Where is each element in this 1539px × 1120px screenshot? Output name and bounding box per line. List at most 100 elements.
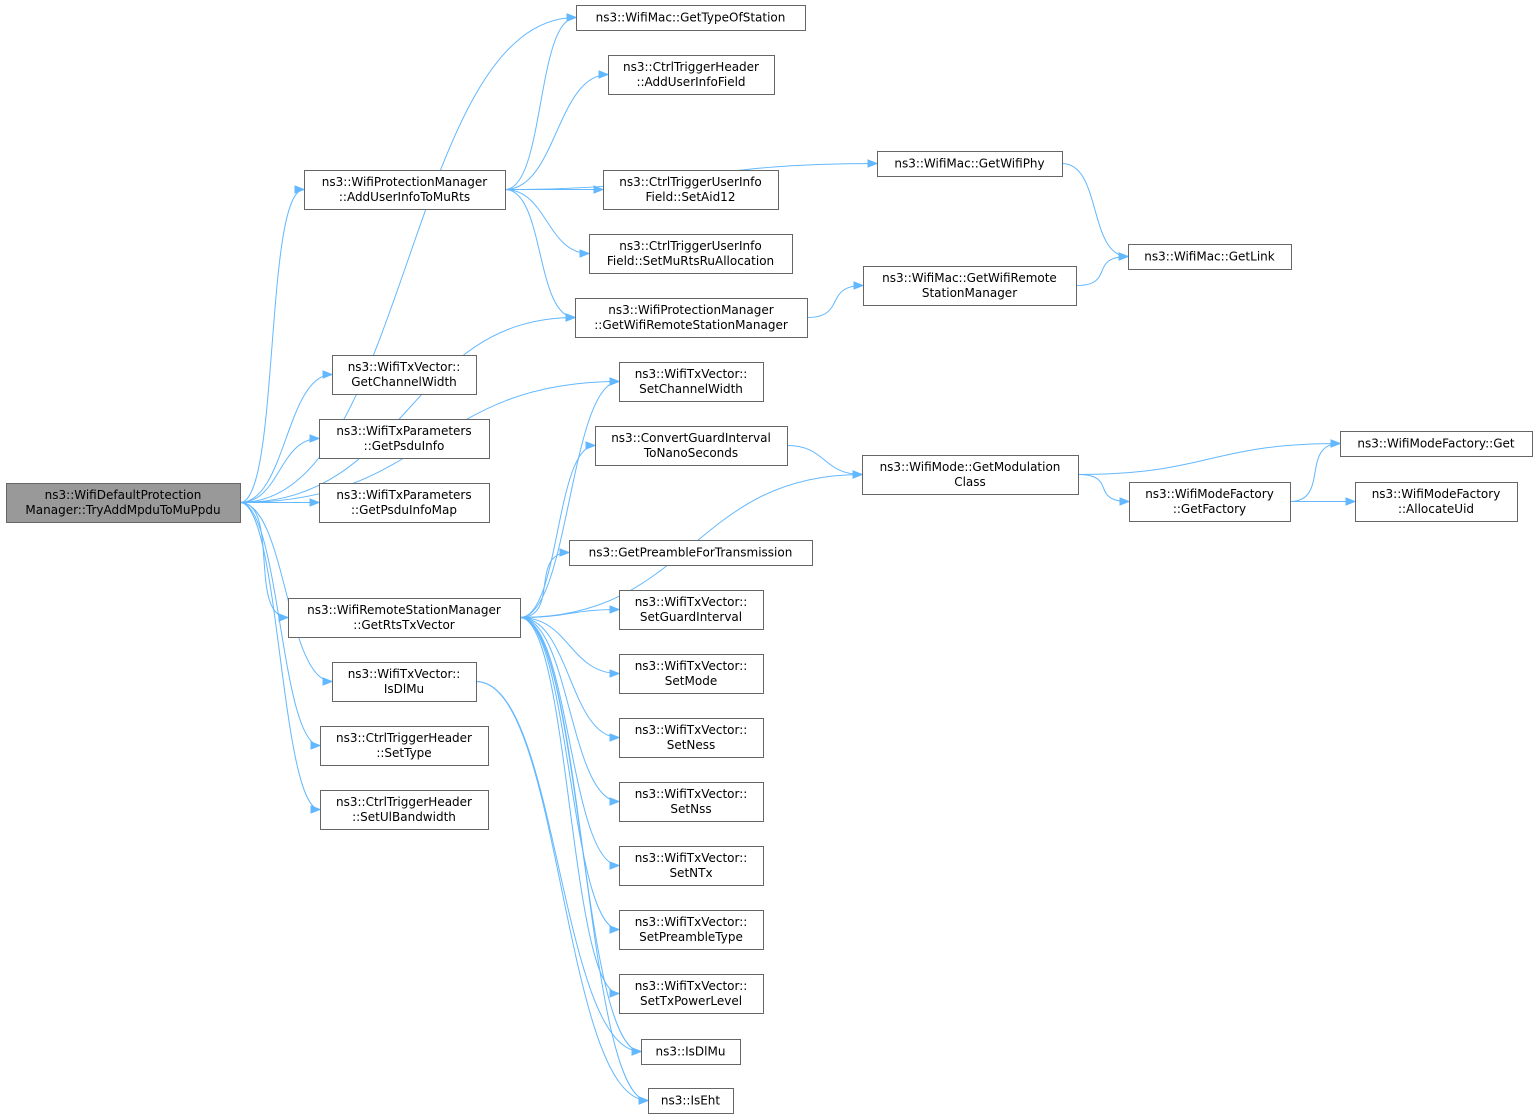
function-node[interactable]: ns3::WifiMac::GetWifiRemoteStationManage… xyxy=(863,266,1077,306)
arrowhead-n23-n32 xyxy=(638,1096,650,1105)
function-node[interactable]: ns3::CtrlTriggerHeader::SetType xyxy=(320,726,489,766)
node-box xyxy=(319,419,490,459)
arrowhead-n3-n5 xyxy=(593,185,605,194)
arrowhead-n0-n3 xyxy=(294,185,306,194)
node-label-line: SetMode xyxy=(665,674,717,688)
function-node[interactable]: ns3::WifiRemoteStationManager::GetRtsTxV… xyxy=(288,598,521,638)
function-node[interactable]: ns3::WifiTxVector::SetNess xyxy=(619,718,764,758)
node-label-line: ns3::WifiTxVector:: xyxy=(635,723,748,737)
function-node[interactable]: ns3::WifiTxVector::SetNss xyxy=(619,782,764,822)
function-node[interactable]: ns3::WifiTxVector::SetChannelWidth xyxy=(619,362,764,402)
node-box xyxy=(619,362,764,402)
function-node[interactable]: ns3::IsEht xyxy=(648,1088,734,1114)
node-box xyxy=(569,540,813,566)
node-label-line: ns3::WifiModeFactory xyxy=(1145,487,1274,501)
node-box xyxy=(641,1039,741,1065)
node-box xyxy=(608,55,775,95)
edge-n3-n1 xyxy=(504,17,577,190)
node-box xyxy=(877,151,1063,177)
node-box xyxy=(619,846,764,886)
arrowhead-n15-n17 xyxy=(1119,497,1131,506)
node-label-line: ::GetPsduInfo xyxy=(364,439,445,453)
arrowhead-n0-n26 xyxy=(310,805,322,814)
arrowhead-n3-n2 xyxy=(598,70,610,79)
edge-n20-n21 xyxy=(519,609,620,618)
node-label-line: Manager::TryAddMpduToMuPpdu xyxy=(25,503,220,517)
node-label-line: ns3::GetPreambleForTransmission xyxy=(589,546,793,560)
node-box xyxy=(332,355,477,395)
edge-n0-n1 xyxy=(239,17,577,503)
arrowhead-n20-n27 xyxy=(609,797,621,806)
node-box xyxy=(862,455,1079,495)
function-node[interactable]: ns3::WifiMac::GetTypeOfStation xyxy=(576,5,806,31)
function-node[interactable]: ns3::WifiMac::GetLink xyxy=(1128,244,1292,270)
node-label-line: Class xyxy=(954,475,986,489)
function-node[interactable]: ns3::WifiTxVector::GetChannelWidth xyxy=(332,355,477,395)
edge-n20-n32 xyxy=(519,617,649,1101)
function-node[interactable]: ns3::WifiModeFactory::AllocateUid xyxy=(1355,482,1518,522)
node-label-line: SetChannelWidth xyxy=(639,382,743,396)
arrowhead-n8-n7 xyxy=(1118,252,1130,261)
edge-layer xyxy=(239,13,1357,1105)
function-node[interactable]: ns3::CtrlTriggerHeader::AddUserInfoField xyxy=(608,55,775,95)
node-label-line: StationManager xyxy=(922,286,1017,300)
node-label-line: ::GetWifiRemoteStationManager xyxy=(594,318,788,332)
function-node[interactable]: ns3::WifiTxVector::SetMode xyxy=(619,654,764,694)
function-node[interactable]: ns3::WifiTxVector::IsDlMu xyxy=(332,662,477,702)
function-node[interactable]: ns3::WifiMac::GetWifiPhy xyxy=(877,151,1063,177)
node-box xyxy=(863,266,1077,306)
node-label-line: ns3::CtrlTriggerHeader xyxy=(336,795,472,809)
function-node[interactable]: ns3::WifiTxVector::SetNTx xyxy=(619,846,764,886)
node-label-line: ns3::WifiMode::GetModulation xyxy=(880,460,1061,474)
node-box xyxy=(619,590,764,630)
function-node[interactable]: ns3::WifiTxParameters::GetPsduInfo xyxy=(319,419,490,459)
arrowhead-n17-n18 xyxy=(1345,497,1357,506)
node-label-line: ns3::CtrlTriggerUserInfo xyxy=(619,175,761,189)
node-label-line: ::GetRtsTxVector xyxy=(353,618,455,632)
arrowhead-n3-n6 xyxy=(579,249,591,258)
function-node[interactable]: ns3::WifiTxVector::SetGuardInterval xyxy=(619,590,764,630)
node-label-line: SetGuardInterval xyxy=(640,610,742,624)
node-label-line: GetChannelWidth xyxy=(351,375,457,389)
function-node[interactable]: ns3::IsDlMu xyxy=(641,1039,741,1065)
function-node[interactable]: ns3::WifiProtectionManager::AddUserInfoT… xyxy=(304,170,506,210)
function-node[interactable]: ns3::WifiTxVector::SetTxPowerLevel xyxy=(619,974,764,1014)
node-label-line: ::AddUserInfoField xyxy=(636,75,745,89)
edge-n3-n9 xyxy=(504,189,576,318)
node-box xyxy=(619,718,764,758)
edge-n3-n2 xyxy=(504,74,609,190)
arrowhead-n0-n16 xyxy=(309,498,321,507)
node-label-line: ns3::WifiTxVector:: xyxy=(635,367,748,381)
function-node[interactable]: ns3::GetPreambleForTransmission xyxy=(569,540,813,566)
arrowhead-n0-n20 xyxy=(278,613,290,622)
node-label-line: ns3::WifiTxVector:: xyxy=(635,595,748,609)
node-label-line: ns3::WifiTxParameters xyxy=(336,488,471,502)
function-node[interactable]: ns3::WifiProtectionManager::GetWifiRemot… xyxy=(575,298,808,338)
function-node[interactable]: ns3::WifiTxParameters::GetPsduInfoMap xyxy=(319,483,490,523)
arrowhead-n3-n4 xyxy=(867,159,879,168)
function-node[interactable]: ns3::CtrlTriggerHeader::SetUlBandwidth xyxy=(320,790,489,830)
node-box xyxy=(619,782,764,822)
node-layer: ns3::WifiDefaultProtectionManager::TryAd… xyxy=(6,5,1533,1114)
function-node[interactable]: ns3::WifiModeFactory::GetFactory xyxy=(1129,482,1291,522)
function-node[interactable]: ns3::WifiModeFactory::Get xyxy=(1340,431,1533,457)
arrowhead-n0-n10 xyxy=(322,370,334,379)
edge-n4-n7 xyxy=(1061,163,1129,257)
node-label-line: ::GetFactory xyxy=(1173,502,1246,516)
node-label-line: ns3::WifiProtectionManager xyxy=(322,175,487,189)
arrowhead-n20-n13 xyxy=(585,441,597,450)
arrowhead-n20-n19 xyxy=(559,548,571,557)
arrowhead-n9-n8 xyxy=(853,281,865,290)
edge-n17-n14 xyxy=(1289,443,1341,502)
root-node[interactable]: ns3::WifiDefaultProtectionManager::TryAd… xyxy=(6,483,241,523)
function-node[interactable]: ns3::WifiTxVector::SetPreambleType xyxy=(619,910,764,950)
edge-n20-n30 xyxy=(519,617,620,994)
function-node[interactable]: ns3::CtrlTriggerUserInfoField::SetMuRtsR… xyxy=(589,234,793,274)
edge-n0-n26 xyxy=(239,502,321,810)
edge-n0-n25 xyxy=(239,502,321,746)
edge-n20-n13 xyxy=(519,445,596,618)
